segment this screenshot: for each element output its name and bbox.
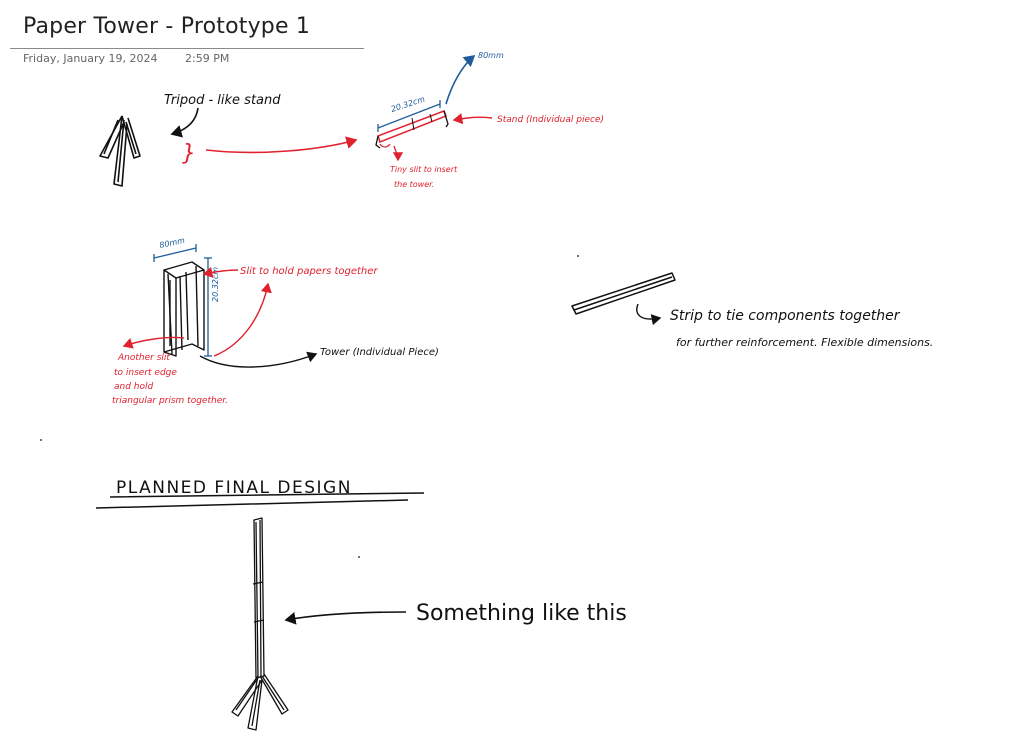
tower-width-label: 80mm	[159, 236, 186, 250]
tower-label: Tower (Individual Piece)	[320, 347, 439, 358]
tower-width-dimension	[153, 244, 197, 262]
tripod-to-stand-arrow	[205, 136, 358, 154]
stand-slit-line2: the tower.	[394, 180, 434, 189]
tower-edge-line3: and hold	[114, 382, 154, 392]
stand-piece-sketch	[375, 110, 449, 149]
stand-slit-arrow	[392, 145, 404, 162]
tower-height-label: 20.32cm	[211, 267, 220, 302]
ink-dot	[577, 255, 579, 257]
tripod-label: Tripod - like stand	[164, 93, 281, 108]
page-title: Paper Tower - Prototype 1	[23, 14, 311, 39]
tower-slit-label: Slit to hold papers together	[240, 266, 378, 277]
page-time: 2:59 PM	[185, 52, 230, 65]
final-caption: Something like this	[416, 601, 627, 626]
title-divider	[10, 48, 364, 49]
tower-edge-line1: Another slit	[117, 353, 170, 363]
ink-dot	[358, 556, 360, 558]
final-design-underline	[95, 492, 425, 509]
final-design-heading: PLANNED FINAL DESIGN	[116, 478, 352, 498]
stand-length-dimension	[377, 100, 441, 132]
tower-slit-arrow	[202, 266, 239, 278]
tower-label-arrow	[199, 351, 318, 368]
stand-height-arrow	[445, 54, 476, 105]
brace-symbol: }	[182, 141, 196, 166]
tower-edge-arrow	[122, 336, 185, 349]
tripod-stand-sketch	[99, 115, 141, 187]
tripod-label-arrow	[170, 107, 199, 138]
stand-height-label: 80mm	[478, 51, 504, 60]
stand-slit-line1: Tiny slit to insert	[390, 165, 458, 174]
strip-line1: Strip to tie components together	[670, 308, 901, 324]
tower-side-arrow	[213, 282, 272, 357]
stand-label: Stand (Individual piece)	[497, 115, 604, 125]
tower-edge-line2: to insert edge	[114, 368, 177, 378]
final-caption-arrow	[284, 611, 407, 625]
strip-line2: for further reinforcement. Flexible dime…	[676, 336, 933, 349]
tower-piece-sketch	[163, 261, 205, 357]
ink-dot	[40, 439, 42, 441]
tower-edge-line4: triangular prism together.	[112, 396, 228, 406]
page-date: Friday, January 19, 2024	[23, 52, 158, 65]
final-tower-sketch	[231, 517, 289, 731]
strip-sketch	[571, 272, 676, 315]
strip-label-arrow	[636, 303, 662, 326]
stand-label-arrow	[452, 113, 493, 125]
